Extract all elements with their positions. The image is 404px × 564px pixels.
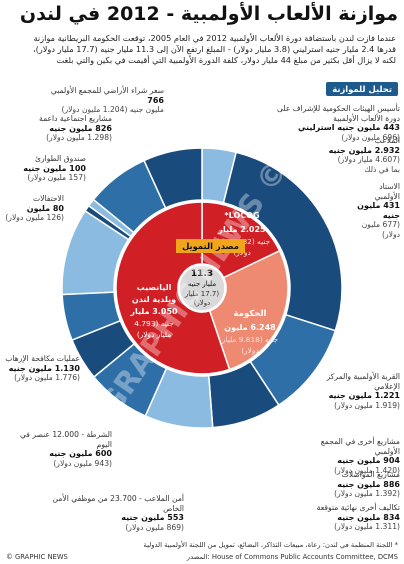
label-counter-terror-value: 1.130 مليون جنيه (8, 363, 80, 373)
label-contingency-value: 100 مليون جنيه (23, 163, 86, 173)
gov-value-2: جنيه (9.818 مليار (221, 335, 279, 344)
label-transport-value: 886 مليون جنيه (337, 479, 400, 489)
label-venues-value: 2.932 مليون جنيه (328, 145, 400, 155)
label-stadium: الاستاد الأولمبي 431 مليون جنيه (677 ملي… (354, 182, 400, 240)
label-police-usd: (943 مليون دولار) (53, 458, 112, 468)
label-other-park-value: 904 مليون جنيه (337, 456, 400, 466)
label-stadium-title: الاستاد الأولمبي (374, 182, 400, 201)
label-land-value: 766 (147, 95, 164, 105)
center-usd2: دولار) (194, 299, 211, 307)
label-village: القرية الأولمبية والمركز الإعلامي 1.221 … (326, 372, 400, 410)
center-usd: (17.7 مليار (184, 290, 220, 298)
label-ceremonies: الاحتفالات 80 مليون (126 مليون دولار) (4, 194, 64, 223)
label-village-title: القرية الأولمبية والمركز الإعلامي (326, 372, 400, 391)
label-social-usd: (1.298 مليون دولار) (46, 133, 112, 143)
locog-value: 2.025 مليار (217, 225, 266, 234)
label-authorities-value: 443 مليون جنيه استرليني (297, 123, 400, 133)
intro-text: عندما فازت لندن باستضافة دورة الألعاب ال… (6, 33, 396, 66)
label-venues: الملاعب 2.932 مليون جنيه (4.607 مليار دو… (320, 136, 400, 174)
label-other-park-title: مشاريع أخرى في المجمع الأولمبي (320, 437, 400, 456)
intro-line-1: عندما فازت لندن باستضافة دورة الألعاب ال… (33, 33, 396, 43)
label-transport-usd: (1.392 مليون دولار) (334, 489, 400, 499)
donut-chart: 11.3 مليار جنيه (17.7 مليار دولار) LOCOG… (61, 147, 343, 429)
label-social-title: مشاريع اجتماعية داعمة (39, 114, 112, 123)
lottery-value-3: مليار دولار) (137, 330, 171, 339)
label-ceremonies-value: 80 مليون (26, 203, 64, 213)
label-other-park-usd: (1.420 مليون دولار) (334, 465, 400, 475)
lottery-value: 3.050 مليار (129, 307, 178, 316)
lottery-value-2: جنيه (4.793 (134, 319, 174, 328)
label-other-costs-title: تكاليف أخرى نهائية متوقعة (316, 503, 400, 512)
label-contingency: صندوق الطوارئ 100 مليون جنيه (157 مليون … (4, 154, 86, 183)
label-venue-security: أمن الملاعب - 23.700 من موظفي الأمن الخا… (52, 494, 184, 532)
locog-name: LOCOG* (224, 211, 259, 220)
funding-segment-1 (208, 249, 289, 371)
label-police-value: 600 مليون جنيه (49, 449, 112, 459)
label-venue-security-value: 553 مليون جنيه (121, 513, 184, 523)
label-venues-title: الملاعب (374, 136, 400, 145)
label-village-usd: (1.919 مليون دولار) (334, 400, 400, 410)
funding-tag: مصدر التمويل (176, 239, 245, 253)
label-authorities: تأسيس الهيئات الحكومية للإشراف على دورة … (266, 104, 400, 142)
label-other-costs-usd: (1.311 مليون دولار) (334, 522, 400, 532)
label-social-value: 826 مليون جنيه (49, 123, 112, 133)
label-contingency-usd: (157 مليون دولار) (27, 173, 86, 183)
label-venues-incl: بما في ذلك (364, 164, 400, 174)
center-circle (178, 264, 226, 312)
label-stadium-usd: (677 مليون دولار) (361, 220, 400, 239)
gov-value-3: دولار) (241, 346, 259, 355)
footnote: * اللجنة المنظمة في لندن: رعاة، مبيعات ا… (143, 541, 398, 549)
label-ceremonies-usd: (126 مليون دولار) (5, 213, 64, 223)
label-venue-security-title: أمن الملاعب - 23.700 من موظفي الأمن الخا… (52, 494, 184, 513)
budget-segment-1 (222, 151, 343, 332)
lottery-name: اليانصيب (137, 283, 172, 292)
intro-line-2: قدرها 2.4 مليار جنيه استرليني (3.8 مليار… (32, 44, 396, 54)
gov-value: 6.248 مليون (224, 323, 276, 332)
source-credit: المصدر: House of Commons Public Accounts… (186, 553, 398, 561)
copyright-credit: © GRAPHIC NEWS (6, 553, 68, 561)
budget-tag: تحليل للموازنة (326, 82, 398, 96)
label-venues-usd: (4.607 مليار دولار) (337, 155, 400, 165)
label-other-costs-value: 834 مليون جنيه (337, 512, 400, 522)
center-value: 11.3 (191, 269, 213, 279)
label-stadium-value: 431 مليون جنيه (357, 201, 400, 220)
label-authorities-usd: (696 مليون دولار) (341, 132, 400, 142)
label-other-park: مشاريع أخرى في المجمع الأولمبي 904 مليون… (304, 437, 400, 475)
lottery-name-2: وبلدية لندن (132, 295, 176, 304)
label-counter-terror: عمليات مكافحة الإرهاب 1.130 مليون جنيه (… (4, 354, 80, 383)
budget-segment-12 (143, 147, 203, 209)
label-venue-security-usd: (869 مليون دولار) (125, 522, 184, 532)
label-social: مشاريع اجتماعية داعمة 826 مليون جنيه (1.… (4, 114, 112, 143)
label-ceremonies-title: الاحتفالات (32, 194, 64, 203)
label-contingency-title: صندوق الطوارئ (35, 154, 86, 163)
label-police-title: الشرطة - 12.000 عنصر في اليوم (19, 430, 112, 449)
center-unit: مليار جنيه (188, 280, 216, 288)
label-land-usd: مليون جنيه (1.204 مليون دولار) (61, 105, 164, 115)
label-transport: مشاريع المواصلات 886 مليون جنيه (1.392 م… (290, 470, 400, 499)
label-counter-terror-title: عمليات مكافحة الإرهاب (5, 354, 80, 363)
label-land: سعر شراء الأراضي للمجمع الأولمبي 766 ملي… (4, 86, 164, 115)
label-village-value: 1.221 مليون جنيه (328, 391, 400, 401)
page-title: موازنة الألعاب الأولمبية - 2012 في لندن (19, 3, 398, 25)
label-other-costs: تكاليف أخرى نهائية متوقعة 834 مليون جنيه… (260, 503, 400, 532)
label-counter-terror-usd: (1.776 مليون دولار) (14, 373, 80, 383)
intro-line-3: لكنه لا يزال أقل بكثير من مبلغ 44 مليار … (56, 55, 396, 65)
gov-name: الحكومة (234, 309, 267, 319)
label-authorities-title: تأسيس الهيئات الحكومية للإشراف على دورة … (276, 104, 400, 123)
label-land-title: سعر شراء الأراضي للمجمع الأولمبي (50, 86, 164, 95)
label-police: الشرطة - 12.000 عنصر في اليوم 600 مليون … (4, 430, 112, 468)
label-transport-title: مشاريع المواصلات (341, 470, 400, 479)
